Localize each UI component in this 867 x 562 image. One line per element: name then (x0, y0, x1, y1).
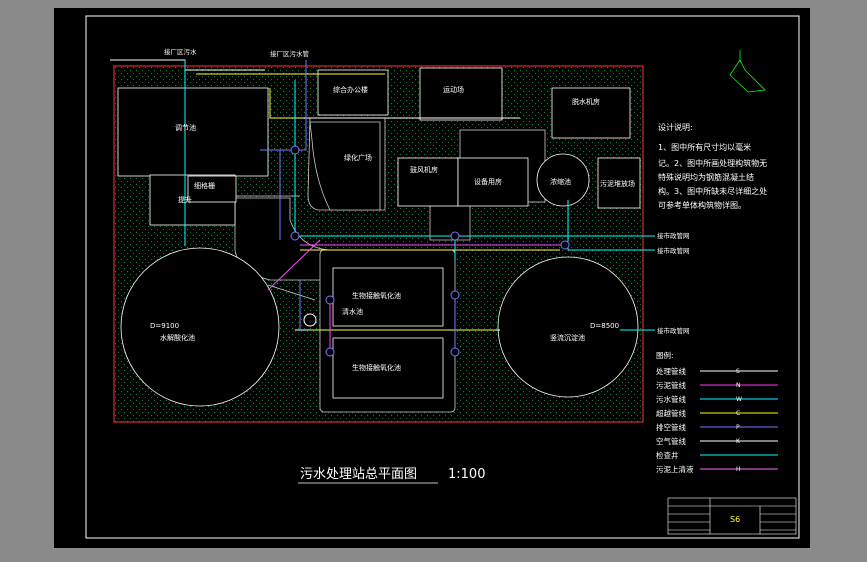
label-greenery: 绿化广场 (344, 153, 372, 162)
label-diameter-right: D=8500 (590, 322, 619, 330)
equipment-house (457, 157, 529, 207)
office-building (317, 69, 389, 116)
legend-item-code: W (736, 396, 742, 403)
drawing-scale: 1:100 (448, 467, 485, 482)
notes-line-5: 可参考单体构筑物详图。 (658, 200, 746, 210)
label-clear-water: 清水池 (342, 307, 363, 316)
label-sludge-dewater: 脱水机房 (572, 97, 600, 106)
label-outlet-3: 接市政管网 (657, 326, 690, 335)
drawing-title: 污水处理站总平面图 (300, 467, 417, 482)
legend-item-label: 空气管线 (656, 436, 686, 446)
label-outlet-2: 接市政管网 (657, 246, 690, 255)
hydrolysis-tank (120, 247, 280, 407)
label-sed-tank: 竖流沉淀池 (550, 333, 585, 342)
bio-contact-2 (332, 337, 444, 399)
bio-contact-1 (332, 267, 444, 327)
notes-line-2: 记。2、图中所画处理构筑物无 (658, 158, 767, 168)
label-sports: 运动场 (443, 85, 464, 94)
drawing-number: S6 (730, 515, 740, 524)
label-grid-room: 细格栅 (194, 181, 215, 190)
label-aeration-tank: 水解酸化池 (160, 333, 195, 342)
label-equipment: 设备用房 (474, 177, 502, 186)
legend-item-code: H (736, 466, 741, 473)
sedimentation-tank (497, 256, 639, 398)
label-inlet-2: 接厂区污水管 (270, 49, 310, 58)
legend-item-label: 处理管线 (656, 366, 686, 376)
label-outlet-1: 接市政管网 (657, 231, 690, 240)
title-block (667, 497, 797, 535)
legend-item-code: P (736, 424, 740, 431)
sludge-thickener (536, 153, 590, 207)
legend-item-label: 排空管线 (656, 422, 686, 432)
north-arrow (729, 50, 766, 93)
legend-item-label: 检查井 (656, 450, 679, 460)
legend: 图例: 处理管线 S 污泥管线 N 污水管线 W 超越管线 C 排空管线 P 空气管线 K 检查井污泥上… (656, 350, 778, 474)
sludge-dewater-house (551, 87, 631, 139)
label-bio-contact-2: 生物接触氧化池 (352, 363, 401, 372)
legend-item-code: K (736, 438, 741, 445)
legend-item-code: C (736, 410, 740, 417)
notes-line-4: 构。3、图中所缺未尽详细之处 (658, 186, 767, 196)
sludge-yard (597, 157, 641, 209)
label-office: 综合办公楼 (333, 85, 368, 94)
notes-line-3: 特殊说明均为钢筋混凝土结 (658, 172, 754, 182)
legend-item-label: 污水管线 (656, 394, 686, 404)
legend-heading: 图例: (656, 350, 674, 360)
legend-item-code: N (736, 382, 741, 389)
label-regulating-tank: 调节池 (175, 123, 196, 132)
notes-heading: 设计说明: (658, 122, 693, 132)
legend-item-label: 污泥管线 (656, 380, 686, 390)
green-plaza-area (309, 121, 381, 211)
legend-item-label: 超越管线 (656, 408, 686, 418)
label-sludge-thicken: 浓缩池 (550, 177, 571, 186)
pipelines (110, 59, 655, 352)
grid-room (187, 175, 237, 203)
drawing-frame (85, 15, 800, 539)
legend-item-label: 污泥上清液 (656, 464, 694, 474)
manholes (290, 145, 570, 357)
label-bio-contact-1: 生物接触氧化池 (352, 291, 401, 300)
label-sludge-yard: 污泥堆放场 (600, 179, 635, 188)
sports-building (419, 67, 503, 121)
label-diameter-left: D=9100 (150, 322, 179, 330)
label-blower: 鼓风机房 (410, 165, 438, 174)
legend-item-code: S (736, 368, 740, 375)
label-inlet-1: 接厂区污水 (164, 47, 197, 56)
regulating-tank (117, 87, 269, 177)
notes-line-1: 1、图中所有尺寸均以毫米 (658, 142, 751, 152)
label-lift: 提升 (178, 195, 192, 204)
